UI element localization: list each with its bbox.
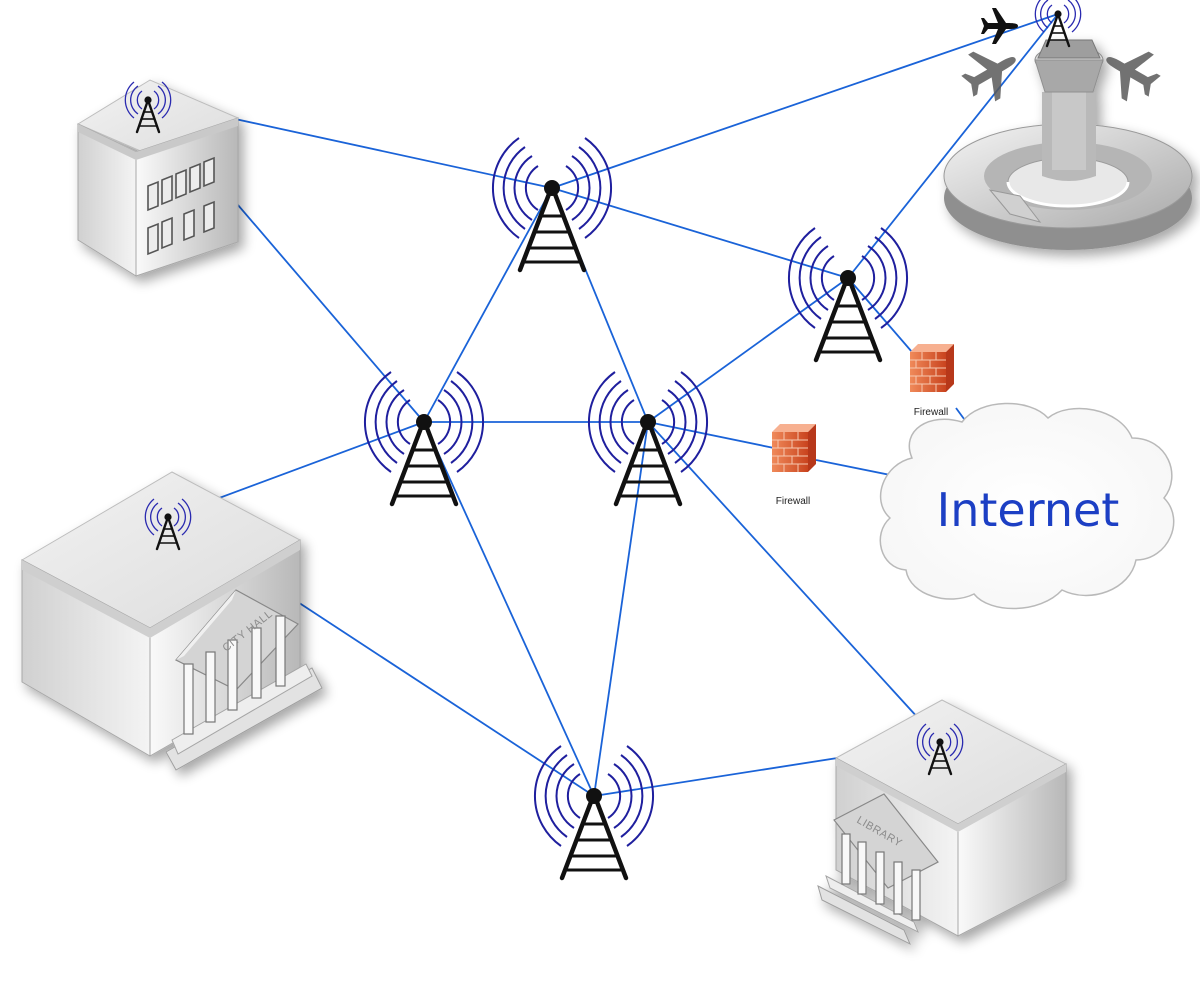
link-tower-center-to-firewall: [647, 421, 775, 449]
link-tower-left-to-tower-bottom: [423, 421, 595, 797]
link-tower-top-to-tower-right: [551, 187, 849, 279]
link-tower-right-to-tower-center: [647, 277, 849, 423]
airplane-icon: [1093, 35, 1169, 110]
link-tower-right-to-airport: [847, 13, 1059, 279]
firewall-label: Firewall: [914, 407, 948, 418]
internet-cloud-icon: Internet: [879, 402, 1175, 610]
radio-tower-icon: [1034, 0, 1082, 48]
internet-label: Internet: [937, 483, 1120, 537]
link-tower-center-to-tower-bottom: [593, 421, 649, 797]
radio-tower-icon: [789, 228, 907, 360]
radio-tower-icon: [493, 138, 611, 270]
link-tower-top-to-tower-left: [423, 187, 553, 423]
link-tower-top-to-airport: [551, 13, 1059, 189]
airport-tower-icon: [943, 39, 1193, 250]
library-icon: LIBRARY: [817, 699, 1068, 946]
office-building-icon: [76, 79, 240, 277]
firewall-label: Firewall: [776, 496, 810, 507]
firewall-icon: Firewall: [909, 343, 955, 418]
radio-tower-icon: [535, 746, 653, 878]
firewall-icon: Firewall: [771, 423, 817, 507]
link-tower-center-to-library: [647, 421, 941, 743]
city-hall-icon: CITY HALL: [20, 471, 323, 771]
